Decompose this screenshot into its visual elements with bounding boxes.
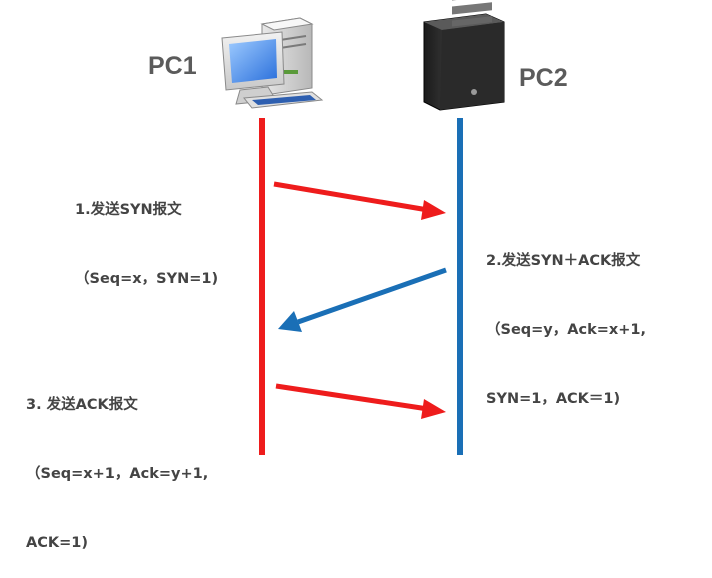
step-3-line-1: 3. 发送ACK报文 — [26, 394, 208, 417]
pc2-label: PC2 — [519, 64, 568, 92]
step-1-line-2: （Seq=x，SYN=1) — [75, 268, 218, 291]
pc1-label: PC1 — [148, 52, 197, 80]
step-2-label: 2.发送SYN＋ACK报文 （Seq=y，Ack=x+1, SYN=1，ACK＝… — [486, 204, 646, 434]
step-3-label: 3. 发送ACK报文 （Seq=x+1，Ack=y+1, ACK=1) — [26, 348, 208, 578]
step-3-line-2: （Seq=x+1，Ack=y+1, — [26, 463, 208, 486]
step-2-line-3: SYN=1，ACK＝1) — [486, 388, 646, 411]
step-1-line-1: 1.发送SYN报文 — [75, 199, 218, 222]
step-2-line-2: （Seq=y，Ack=x+1, — [486, 319, 646, 342]
step-1-label: 1.发送SYN报文 （Seq=x，SYN=1) — [75, 153, 218, 314]
ack-arrow — [276, 386, 446, 419]
server-tower-icon — [424, 0, 504, 110]
syn-ack-arrow — [278, 270, 446, 332]
step-2-line-1: 2.发送SYN＋ACK报文 — [486, 250, 646, 273]
desktop-computer-icon — [222, 18, 322, 108]
step-3-line-3: ACK=1) — [26, 532, 208, 555]
syn-arrow — [274, 184, 446, 220]
